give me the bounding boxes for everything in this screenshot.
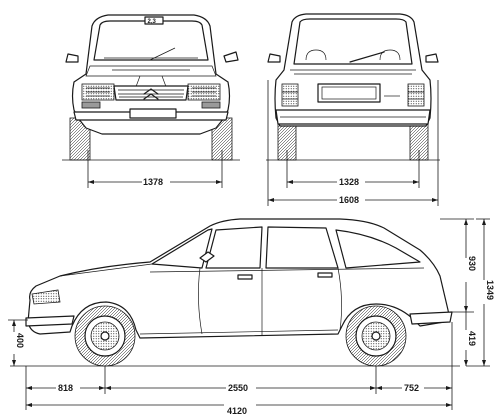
front-windshield bbox=[93, 20, 209, 61]
front-track-label: 1378 bbox=[143, 177, 163, 187]
side-front-bumper bbox=[25, 315, 75, 327]
length-breakdown-dimension: 818 2550 752 bbox=[25, 322, 453, 410]
rear-track-dimension: 1328 bbox=[286, 150, 420, 188]
sill-height-dimension: 419 bbox=[464, 312, 477, 366]
rear-door-handle bbox=[317, 272, 333, 278]
front-mirror-left bbox=[65, 53, 79, 63]
overall-width-dimension: 1608 bbox=[267, 80, 439, 206]
side-quarter-window bbox=[335, 229, 421, 269]
front-plate-text: 2,3 bbox=[148, 19, 157, 25]
roof-height-label: 930 bbox=[467, 256, 477, 271]
overall-length-dimension: 4120 bbox=[26, 403, 452, 416]
sill-height-label: 419 bbox=[467, 331, 477, 346]
overall-width-label: 1608 bbox=[339, 195, 359, 205]
overall-length-label: 4120 bbox=[227, 406, 247, 416]
overall-height-label: 1349 bbox=[485, 280, 495, 300]
overall-height-dimension: 1349 bbox=[466, 218, 495, 367]
rear-window bbox=[293, 18, 413, 65]
rear-overhang-label: 752 bbox=[404, 383, 419, 393]
rear-license-plate bbox=[317, 83, 381, 103]
rear-mirror-right bbox=[425, 53, 439, 63]
front-track-dimension: 1378 bbox=[87, 150, 223, 188]
rear-right-taillight bbox=[407, 83, 425, 107]
side-view bbox=[10, 218, 460, 367]
side-rear-window bbox=[265, 226, 339, 269]
front-view: 2,3 bbox=[62, 14, 240, 161]
front-mirror-right bbox=[223, 51, 239, 63]
side-mirror bbox=[199, 251, 215, 263]
front-overhang-label: 818 bbox=[58, 383, 73, 393]
rear-left-taillight bbox=[281, 83, 299, 107]
front-bumper-height-label: 400 bbox=[15, 333, 25, 348]
front-license-plate bbox=[129, 108, 177, 119]
side-windscreen bbox=[151, 228, 213, 269]
front-grille bbox=[113, 85, 189, 101]
rear-mirror-left bbox=[267, 53, 281, 63]
front-hood bbox=[85, 65, 217, 77]
side-front-window bbox=[205, 226, 263, 269]
wheelbase-label: 2550 bbox=[228, 383, 248, 393]
front-door-handle bbox=[237, 274, 253, 280]
roof-height-dimension: 930 bbox=[440, 218, 477, 313]
citroen-chevrons-icon bbox=[143, 88, 159, 100]
front-bumper-height-dimension: 400 bbox=[8, 319, 28, 366]
side-rear-bumper bbox=[409, 311, 453, 325]
front-roof-plate bbox=[144, 16, 164, 25]
rear-wiper bbox=[349, 51, 385, 63]
rear-track-label: 1328 bbox=[339, 177, 359, 187]
side-front-door bbox=[198, 267, 203, 335]
rear-view bbox=[266, 13, 440, 161]
